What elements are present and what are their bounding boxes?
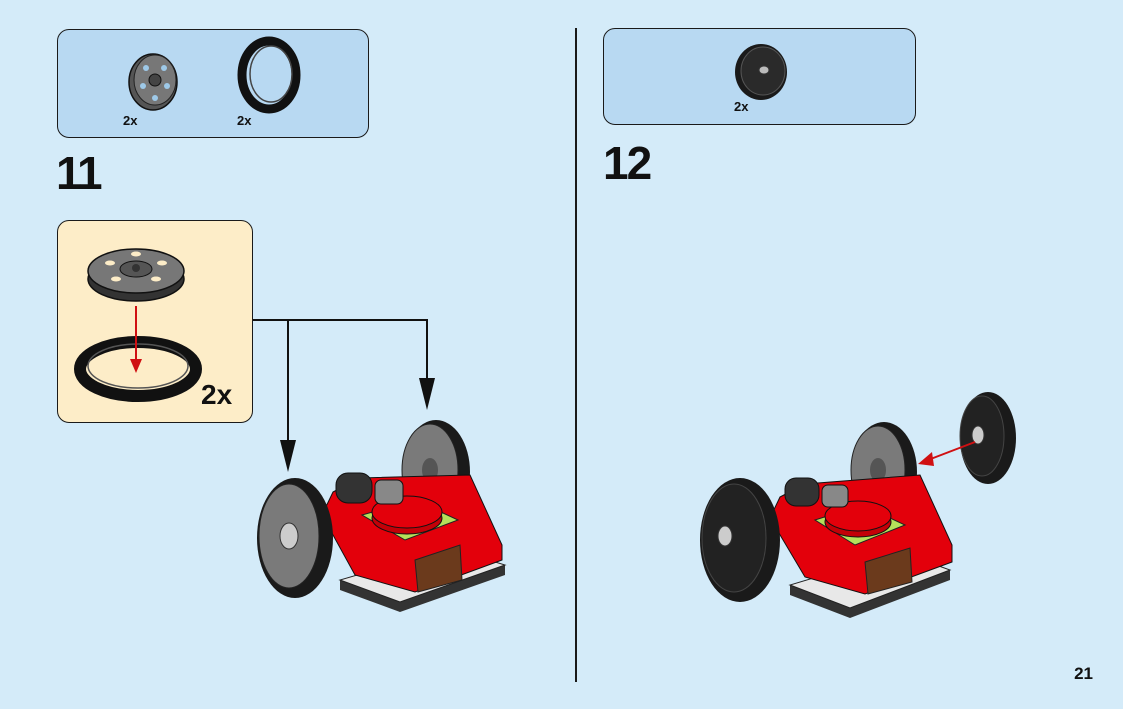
tire-icon <box>74 336 202 402</box>
step-12-parts-art <box>735 44 787 100</box>
step-11-number: 11 <box>56 147 103 199</box>
step-12-model <box>700 392 1016 618</box>
step-11-subassembly-box: 2x <box>57 220 253 423</box>
step-divider <box>575 28 577 682</box>
step-12-parts-box: 2x <box>603 28 916 125</box>
arrowhead-icon <box>280 440 296 472</box>
step-11-model <box>257 420 507 612</box>
wheel-icon <box>959 392 1016 484</box>
part-qty-wheel: 2x <box>734 99 749 114</box>
step-11-parts-art <box>128 36 301 114</box>
insert-arrow-icon <box>130 306 142 373</box>
step-12-number: 12 <box>603 137 652 189</box>
wheel-icon <box>735 44 787 100</box>
subassembly-qty: 2x <box>201 379 233 410</box>
tire-icon <box>237 36 301 114</box>
page-number: 21 <box>1074 664 1093 683</box>
wheel-icon <box>257 478 333 598</box>
step-11-parts-box: 2x 2x <box>57 29 369 138</box>
wheel-hub-icon <box>87 248 185 302</box>
part-qty-tire: 2x <box>237 113 252 128</box>
part-qty-hub: 2x <box>123 113 138 128</box>
wheel-icon <box>700 478 780 602</box>
attach-arrow-icon <box>253 319 428 445</box>
subassembly-art <box>74 248 202 402</box>
wheel-hub-icon <box>128 53 178 111</box>
attach-arrow-icon <box>918 441 976 466</box>
arrowhead-icon <box>419 378 435 410</box>
